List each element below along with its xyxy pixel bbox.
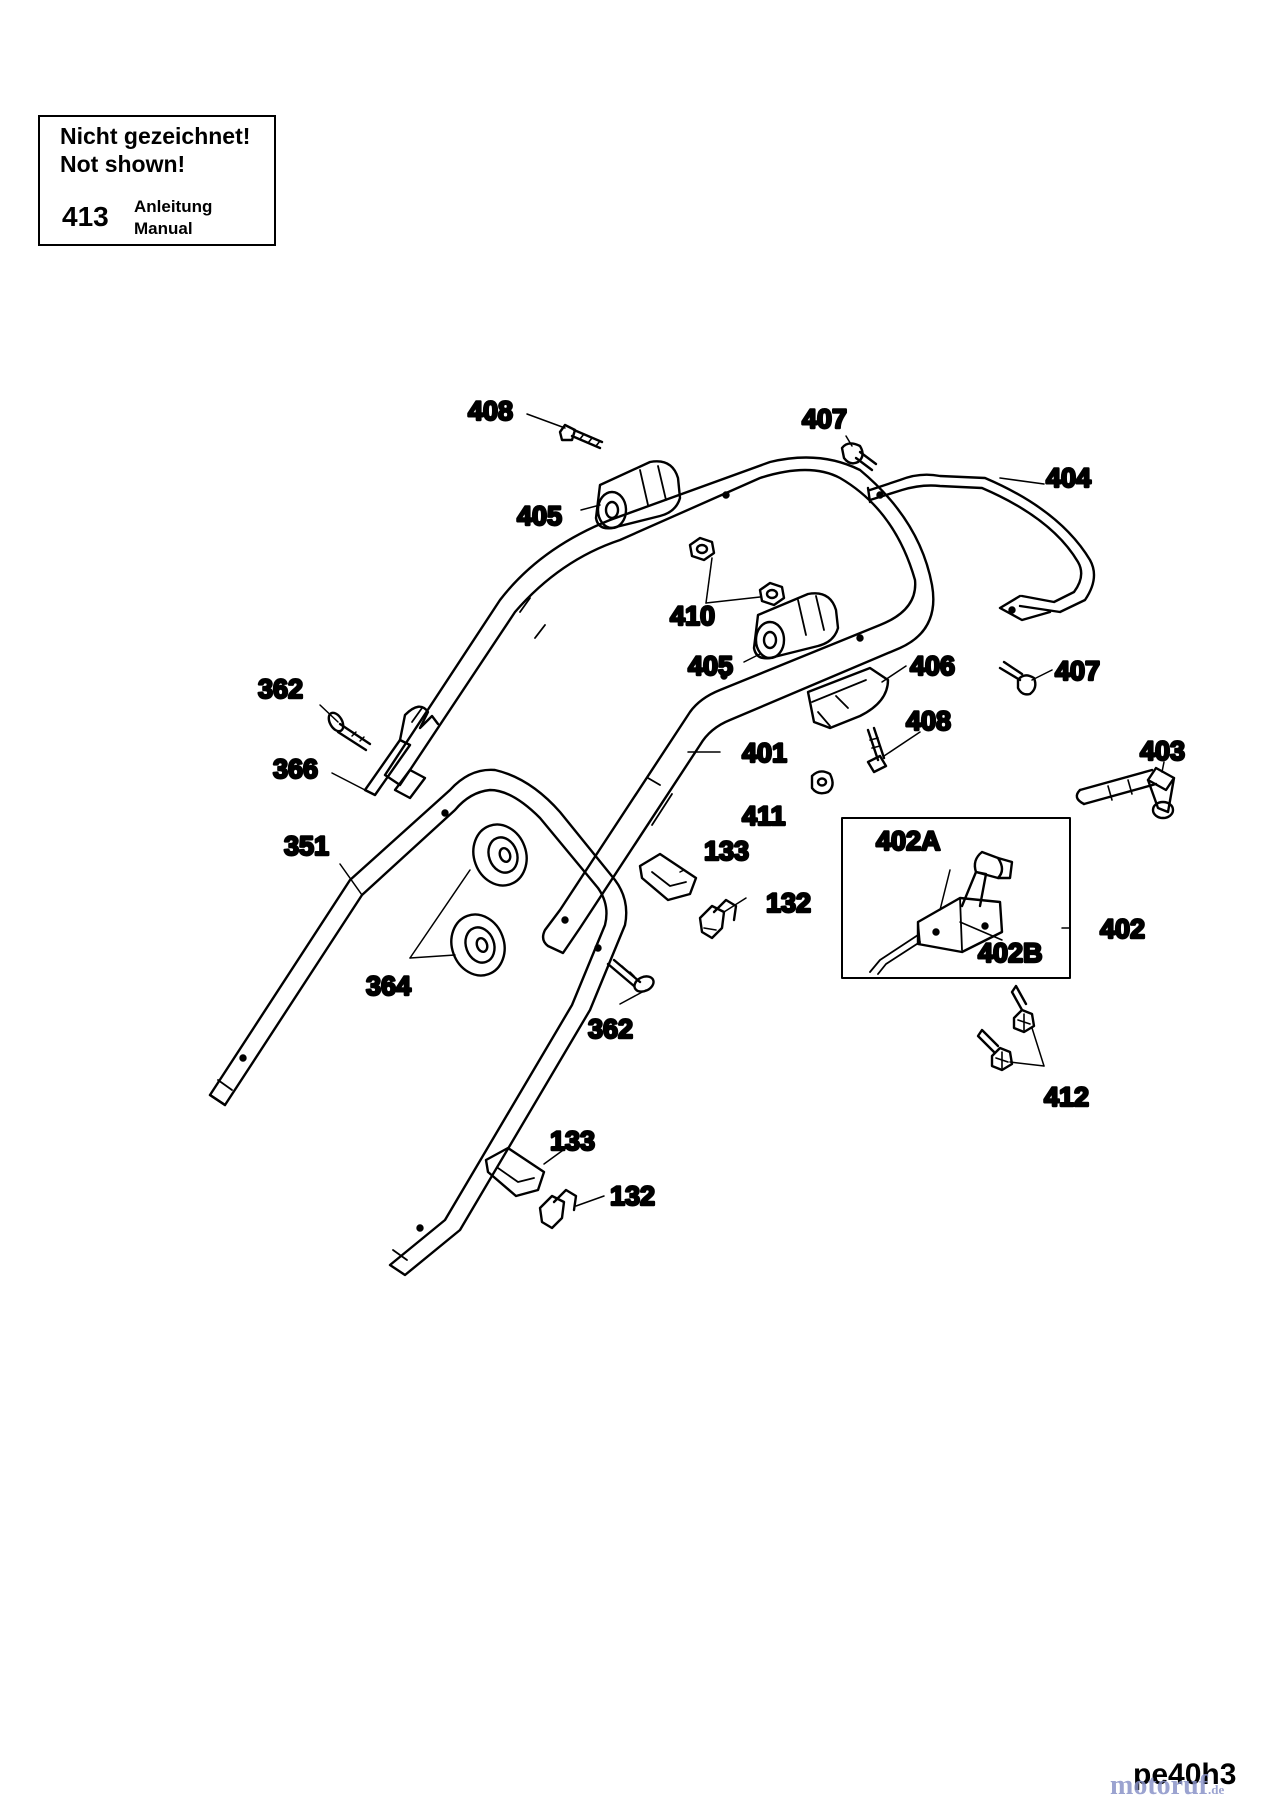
label-410: 410 [670,601,715,631]
upper-handle-401 [383,456,935,955]
label-407: 407 [802,404,847,434]
clip-132-upper [698,898,738,940]
not-shown-title-en: Not shown! [60,151,186,177]
not-shown-part-number: 413 [62,201,109,232]
cover-406 [806,666,890,730]
bolt-362-upper [327,711,372,752]
clamp-405-upper [594,460,682,530]
screws-412 [976,984,1036,1072]
washer-411 [810,770,834,795]
watermark-suffix: .de [1207,1782,1225,1797]
leader-lines [319,413,1165,1207]
label-403: 403 [1140,736,1185,766]
not-shown-desc-de: Anleitung [134,197,213,216]
not-shown-box: Nicht gezeichnet! Not shown! 413 Anleitu… [38,115,276,246]
label-412: 412 [1044,1082,1089,1112]
throttle-box-402 [841,817,1071,979]
label-133: 133 [704,836,749,866]
cap-133-lower [484,1146,546,1198]
label-362: 362 [258,674,303,704]
nut-410 [688,536,786,607]
label-366: 366 [273,754,318,784]
cable-guide-366 [363,705,440,797]
label-402B: 402B [978,938,1043,968]
label-405: 405 [517,501,562,531]
part-labels: 408 407 404 405 410 405 406 407 362 408 … [257,395,1186,1212]
label-402A: 402A [876,826,941,856]
bolt-362-lower [606,958,655,993]
label-362: 362 [588,1014,633,1044]
screw-408-lower [866,726,888,774]
not-shown-desc-en: Manual [134,219,193,238]
rivet-407-lower [998,660,1037,696]
rivet-407-upper [840,442,878,472]
clamp-405-lower [752,592,840,660]
label-407: 407 [1055,656,1100,686]
screw-408-upper [558,423,604,450]
label-132: 132 [766,888,811,918]
bail-404 [866,473,1096,622]
label-405: 405 [688,651,733,681]
cap-133-upper [638,852,698,902]
label-408: 408 [468,396,513,426]
label-364: 364 [366,971,411,1001]
watermark-brand: motoruf [1110,1770,1208,1801]
label-351: 351 [284,831,329,861]
knob-364-lower [450,913,506,977]
label-404: 404 [1046,463,1091,493]
label-411: 411 [742,801,786,831]
knob-364-upper [472,823,528,887]
label-406: 406 [910,651,955,681]
lower-handle-351 [208,768,628,1277]
watermark-logo: motoruf.de [1110,1770,1224,1802]
label-408: 408 [906,706,951,736]
drawing-code: pe40h3 [1133,1758,1237,1791]
label-133: 133 [550,1126,595,1156]
knob-403 [1075,766,1176,820]
clip-132-lower [538,1188,578,1230]
label-401: 401 [742,738,787,768]
not-shown-title-de: Nicht gezeichnet! [60,123,251,149]
label-132: 132 [610,1181,655,1211]
label-402: 402 [1100,914,1145,944]
